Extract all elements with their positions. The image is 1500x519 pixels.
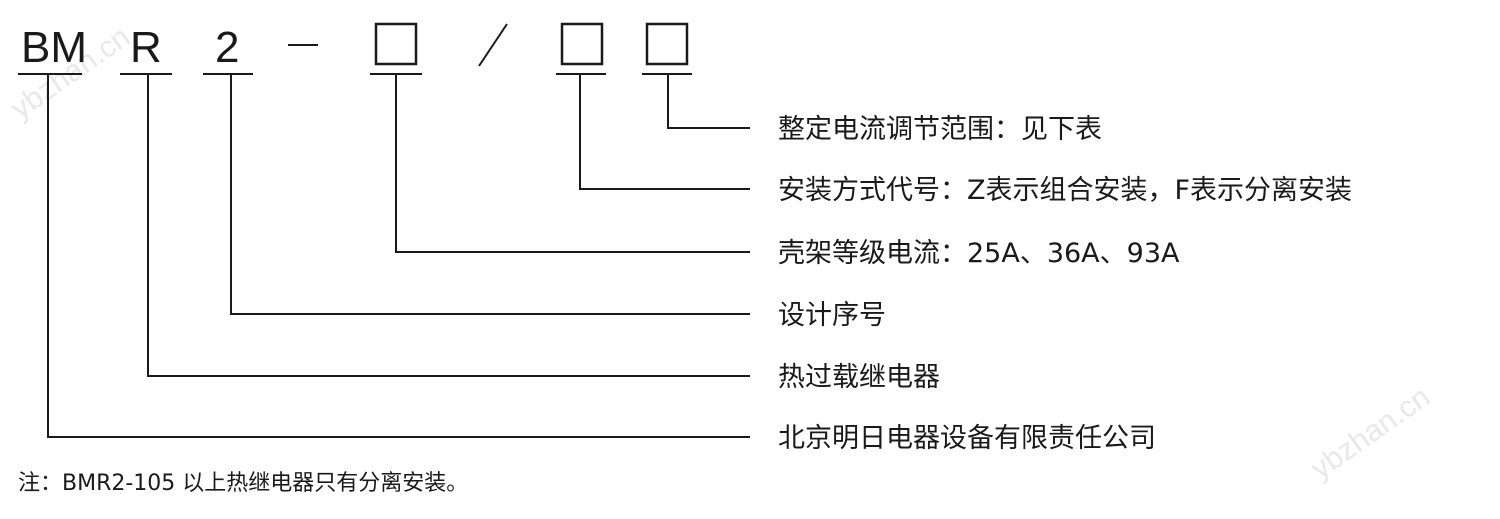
- desc-current-range: 整定电流调节范围：见下表: [778, 114, 1102, 145]
- desc-company: 北京明日电器设备有限责任公司: [778, 423, 1156, 454]
- desc-design-serial: 设计序号: [778, 300, 886, 331]
- leader-design-serial: [230, 74, 750, 315]
- code-box-install-mode: [560, 22, 604, 66]
- desc-frame-current: 壳架等级电流：25A、36A、93A: [778, 238, 1180, 269]
- footnote: 注：BMR2-105 以上热继电器只有分离安装。: [18, 471, 468, 496]
- code-box-frame-current: [374, 22, 418, 66]
- leader-company: [47, 74, 750, 438]
- code-box-current-range: [645, 22, 689, 66]
- code-bm: BM: [21, 23, 87, 72]
- leader-install-mode: [579, 74, 750, 190]
- desc-product: 热过载继电器: [778, 362, 940, 393]
- code-2: 2: [215, 23, 239, 72]
- leader-frame-current: [395, 74, 750, 253]
- code-slash: [478, 23, 508, 67]
- watermark-right: ybzhan.cn: [1305, 380, 1436, 485]
- leader-product: [147, 74, 750, 377]
- desc-install-mode: 安装方式代号：Z表示组合安装，F表示分离安装: [778, 175, 1352, 206]
- leader-current-range: [667, 74, 750, 129]
- code-r: R: [130, 23, 162, 72]
